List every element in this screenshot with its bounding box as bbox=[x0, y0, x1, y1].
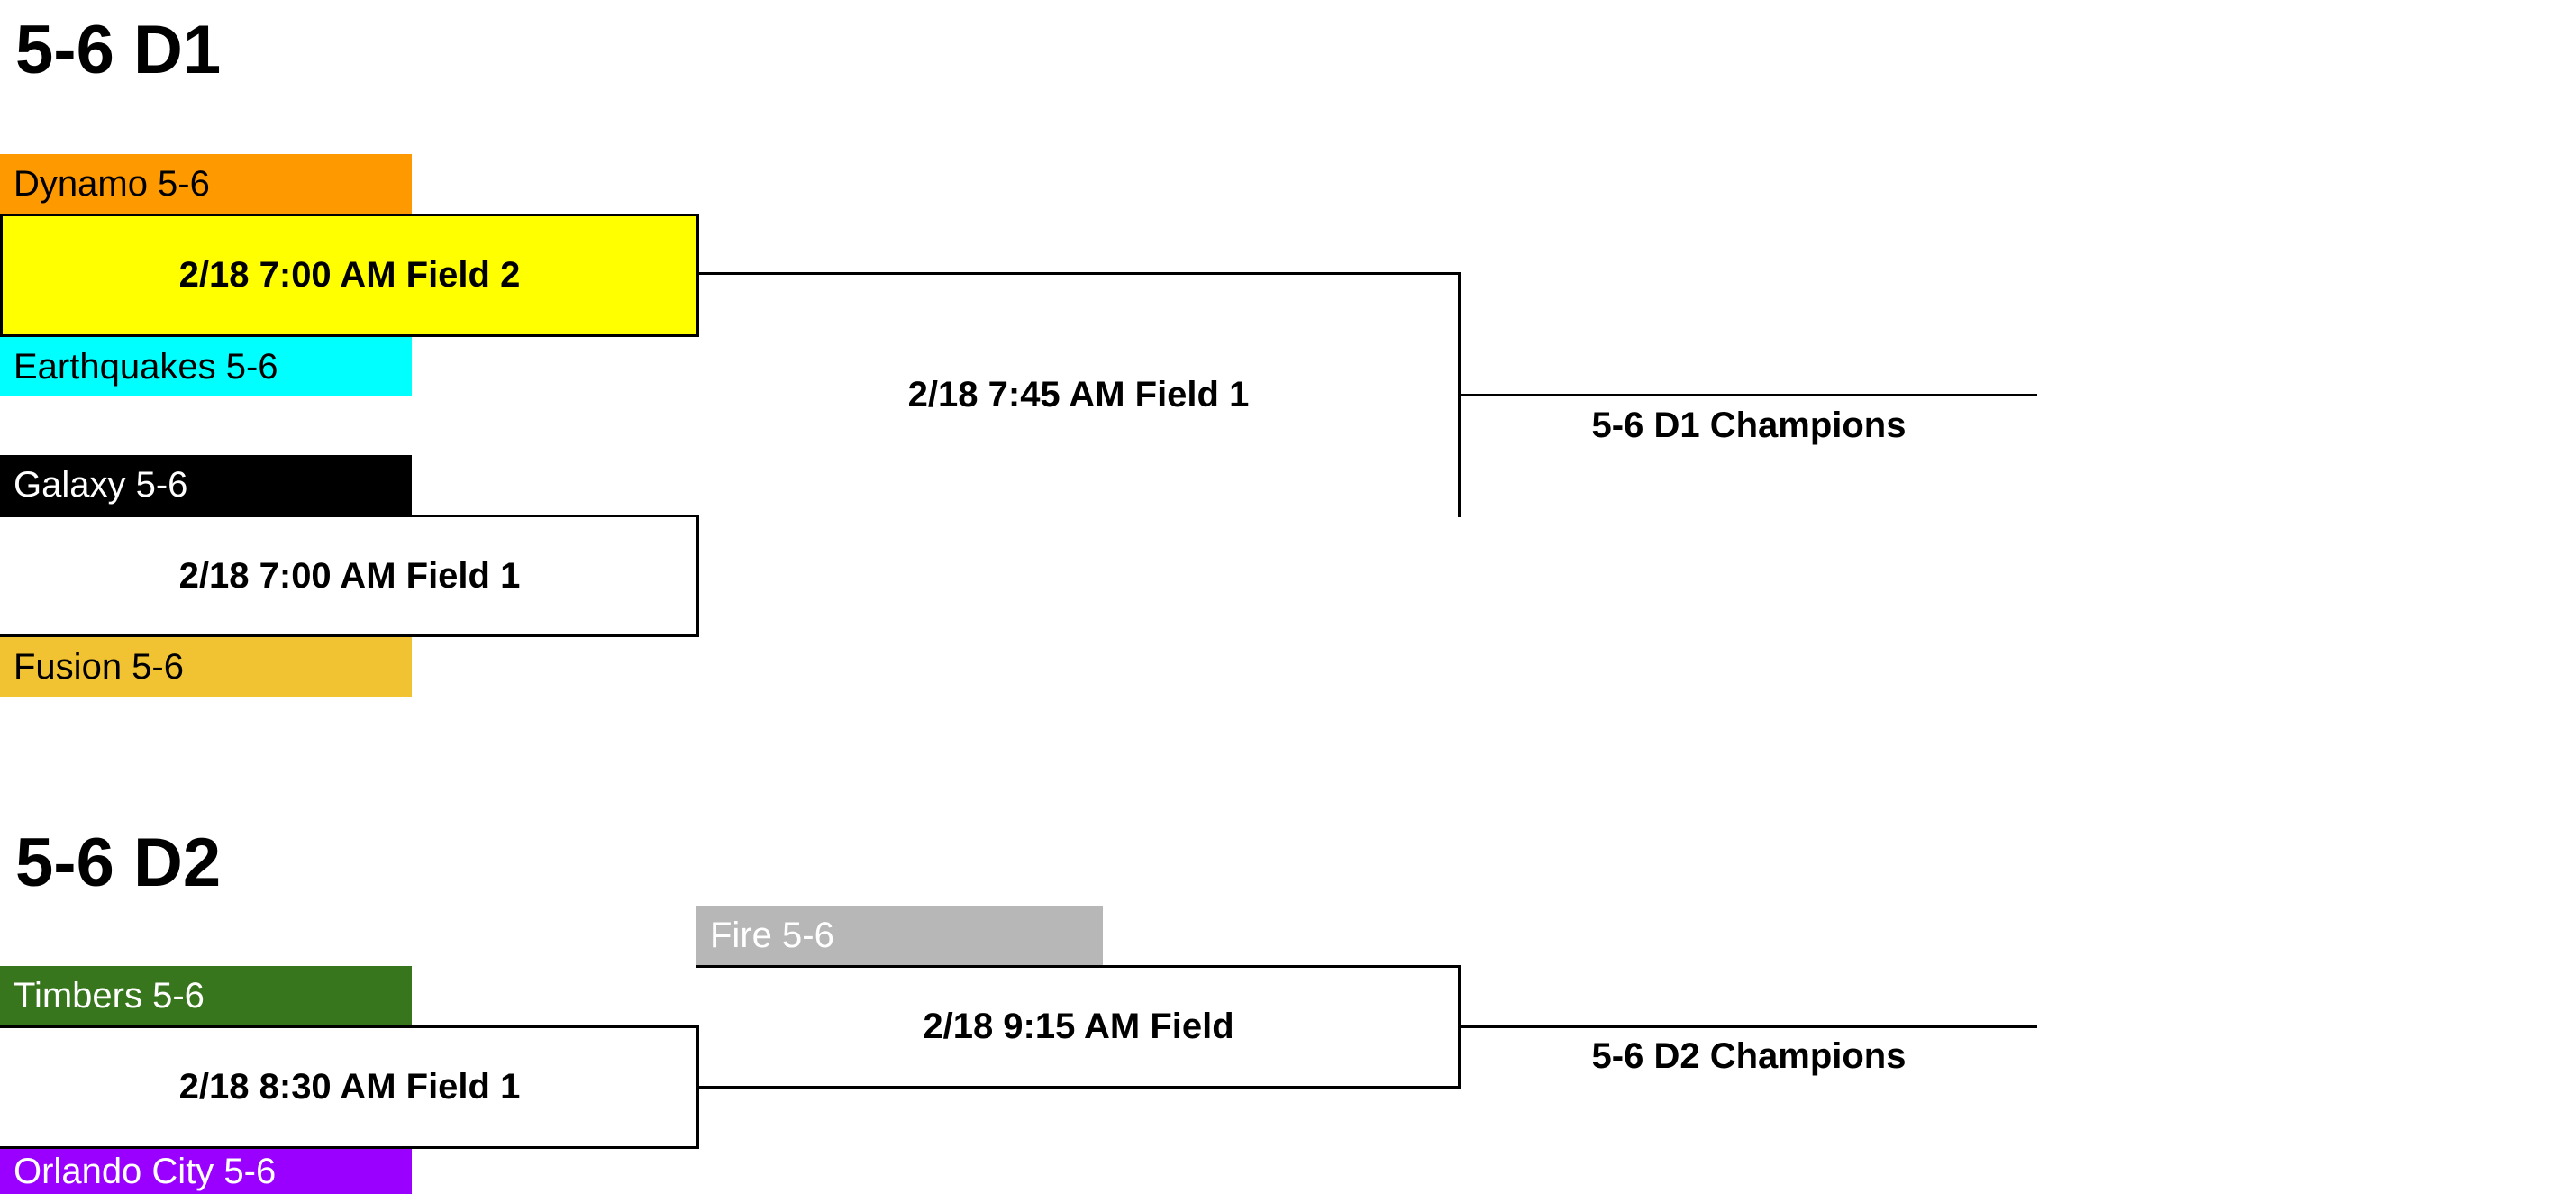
team-label: Fusion 5-6 bbox=[14, 646, 184, 687]
bracket-line bbox=[696, 515, 699, 637]
bracket-line bbox=[0, 515, 699, 517]
team-timbers: Timbers 5-6 bbox=[0, 966, 412, 1025]
champion-label: 5-6 D1 Champions bbox=[1591, 406, 1907, 445]
bracket-line bbox=[0, 1025, 699, 1028]
bracket-line bbox=[696, 965, 1461, 968]
bracket-line bbox=[0, 1146, 699, 1149]
bracket-title: 5-6 D2 bbox=[15, 825, 222, 901]
team-label: Timbers 5-6 bbox=[14, 975, 205, 1016]
bracket-line bbox=[699, 272, 1461, 275]
bracket-line bbox=[696, 1025, 699, 1149]
team-label: Dynamo 5-6 bbox=[14, 163, 210, 204]
bracket-line bbox=[1458, 965, 1461, 1089]
team-label: Orlando City 5-6 bbox=[14, 1151, 277, 1191]
team-label: Earthquakes 5-6 bbox=[14, 346, 278, 387]
champion-label: 5-6 D2 Champions bbox=[1591, 1036, 1907, 1076]
bracket-line bbox=[699, 1086, 1461, 1089]
team-fire: Fire 5-6 bbox=[696, 906, 1103, 965]
bracket-title: 5-6 D1 bbox=[15, 12, 222, 88]
team-dynamo: Dynamo 5-6 bbox=[0, 154, 412, 214]
team-galaxy: Galaxy 5-6 bbox=[0, 455, 412, 515]
match-label-d1-sf1: 2/18 7:00 AM Field 2 bbox=[178, 255, 521, 295]
bracket-line bbox=[1461, 394, 2037, 396]
match-label-d2-final: 2/18 9:15 AM Field bbox=[923, 1007, 1234, 1046]
team-label: Fire 5-6 bbox=[710, 915, 834, 955]
bracket-line bbox=[1461, 1025, 2037, 1028]
team-orlando-city: Orlando City 5-6 bbox=[0, 1149, 412, 1194]
bracket-line bbox=[0, 634, 699, 637]
match-label-d2-sf: 2/18 8:30 AM Field 1 bbox=[178, 1067, 521, 1107]
team-fusion: Fusion 5-6 bbox=[0, 637, 412, 697]
match-label-d1-sf2: 2/18 7:00 AM Field 1 bbox=[178, 555, 521, 596]
team-earthquakes: Earthquakes 5-6 bbox=[0, 337, 412, 396]
match-label-d1-final: 2/18 7:45 AM Field 1 bbox=[907, 374, 1250, 415]
team-label: Galaxy 5-6 bbox=[14, 464, 188, 505]
bracket-line bbox=[1458, 272, 1461, 517]
match-highlight-box bbox=[0, 214, 699, 337]
